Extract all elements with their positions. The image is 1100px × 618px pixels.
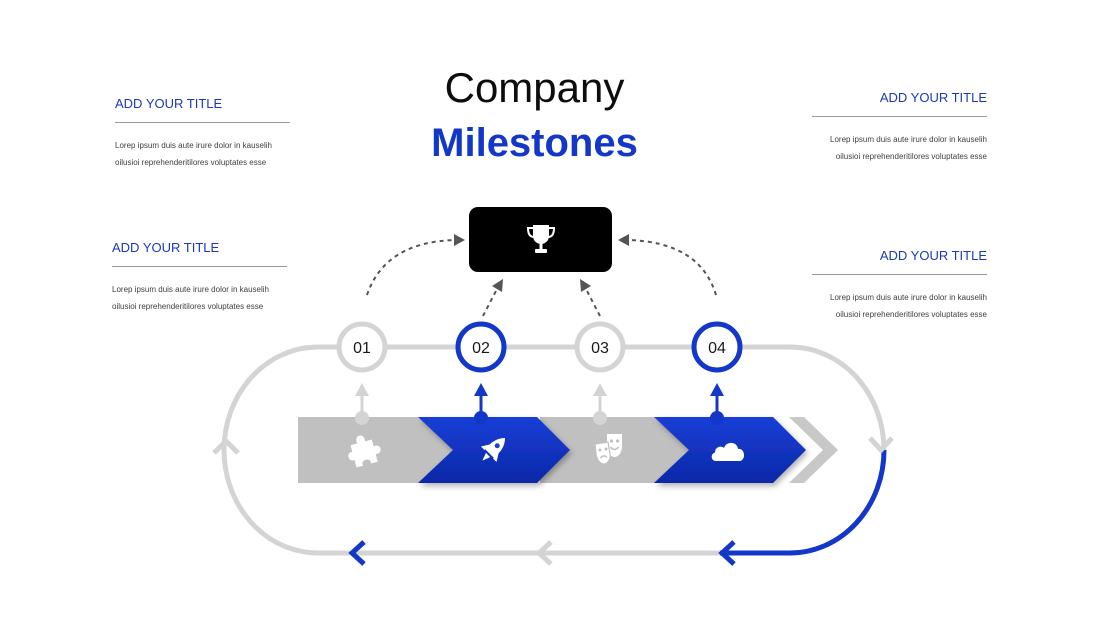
title-company: Company [444,64,625,111]
trophy-icon [526,225,556,253]
block-body-line: oilusioi reprehenderitilores voluptates … [112,301,264,311]
band-connectors [355,383,724,425]
text-block-2: ADD YOUR TITLE Lorep ipsum duis aute iru… [112,240,287,315]
text-block-4: ADD YOUR TITLE Lorep ipsum duis aute iru… [812,248,987,323]
block-body-line: oilusioi reprehenderitilores voluptates … [835,309,987,319]
milestone-number: 04 [708,340,726,357]
block-body-line: Lorep ipsum duis aute irure dolor in kau… [115,141,272,150]
block-body: Lorep ipsum duis aute irure dolor in kau… [112,282,287,315]
milestone-circle-2: 02 [455,321,507,373]
band-tail-chevron [789,417,838,483]
milestone-number: 03 [591,340,609,357]
text-block-3: ADD YOUR TITLE Lorep ipsum duis aute iru… [812,90,987,165]
block-heading: ADD YOUR TITLE [115,96,223,111]
block-heading: ADD YOUR TITLE [879,248,987,263]
cloud-icon [711,442,745,461]
divider [112,266,287,267]
block-body-line: oilusioi reprehenderitilores voluptates … [835,151,987,161]
rocket-icon [480,437,506,463]
puzzle-icon [348,435,381,468]
milestone-number: 01 [353,340,371,357]
chevron-down-icon [868,436,894,454]
chevron-up-icon [212,437,240,455]
theater-masks-icon [594,434,622,465]
divider [115,122,290,123]
block-body-line: Lorep ipsum duis aute irure dolor in kau… [112,285,269,294]
block-body-line: Lorep ipsum duis aute irure dolor in kau… [830,135,987,144]
dashed-arrows [366,239,717,317]
milestone-circle-1: 01 [336,321,388,373]
milestone-circle-4: 04 [691,321,743,373]
block-body: Lorep ipsum duis aute irure dolor in kau… [812,290,987,323]
milestone-circle-3: 03 [574,321,626,373]
block-heading: ADD YOUR TITLE [879,90,987,105]
milestone-number: 02 [472,340,490,357]
divider [812,274,987,275]
text-block-1: ADD YOUR TITLE Lorep ipsum duis aute iru… [115,96,290,171]
block-body: Lorep ipsum duis aute irure dolor in kau… [812,132,987,165]
dashed-arrowheads [454,234,629,292]
chevron-left-icon [535,540,553,566]
trophy-box [469,207,612,272]
block-heading: ADD YOUR TITLE [112,240,220,255]
divider [812,116,987,117]
block-body-line: oilusioi reprehenderitilores voluptates … [115,157,267,167]
block-body: Lorep ipsum duis aute irure dolor in kau… [115,138,290,171]
title-milestones: Milestones [431,121,638,165]
chevron-left-icon [348,540,366,566]
chevron-left-icon [718,540,736,566]
block-body-line: Lorep ipsum duis aute irure dolor in kau… [830,293,987,302]
loop-arrowheads [212,436,894,566]
